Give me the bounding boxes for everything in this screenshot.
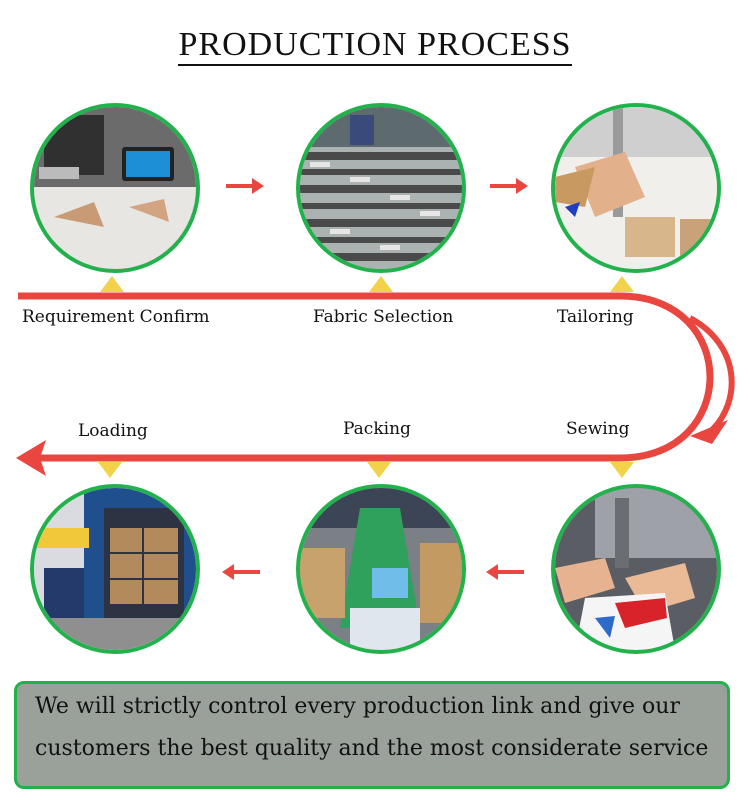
arrow-step4-to-step5 — [486, 564, 524, 580]
arrow-step2-to-step3 — [490, 178, 528, 194]
packing-photo — [296, 484, 466, 654]
pointer-fabric — [369, 276, 393, 292]
pointer-tailoring — [610, 276, 634, 292]
caption-box: We will strictly control every productio… — [14, 681, 730, 789]
requirement-photo — [30, 103, 200, 273]
pointer-loading — [98, 462, 122, 478]
arrow-step1-to-step2 — [226, 178, 264, 194]
step-label-tailoring: Tailoring — [557, 307, 634, 327]
arrow-step5-to-step6 — [222, 564, 260, 580]
title-text: PRODUCTION PROCESS — [178, 26, 572, 66]
pointer-packing — [367, 462, 391, 478]
step-label-loading: Loading — [78, 421, 148, 441]
loading-photo — [30, 484, 200, 654]
flow-return-arrowhead — [690, 420, 728, 444]
caption-line-2: customers the best quality and the most … — [35, 736, 709, 761]
flow-arrowhead-left — [16, 440, 46, 476]
step-label-requirement: Requirement Confirm — [22, 307, 210, 327]
step-label-packing: Packing — [343, 419, 411, 439]
page-title: PRODUCTION PROCESS — [0, 26, 750, 66]
pointer-requirement — [100, 276, 124, 292]
pointer-sewing — [610, 462, 634, 478]
tailoring-photo — [551, 103, 721, 273]
sewing-photo — [551, 484, 721, 654]
flow-return-curve — [688, 315, 735, 433]
step-label-fabric: Fabric Selection — [313, 307, 454, 327]
fabric-photo — [296, 103, 466, 273]
flow-line-top — [18, 292, 714, 462]
caption-line-1: We will strictly control every productio… — [35, 694, 680, 719]
step-label-sewing: Sewing — [566, 419, 630, 439]
